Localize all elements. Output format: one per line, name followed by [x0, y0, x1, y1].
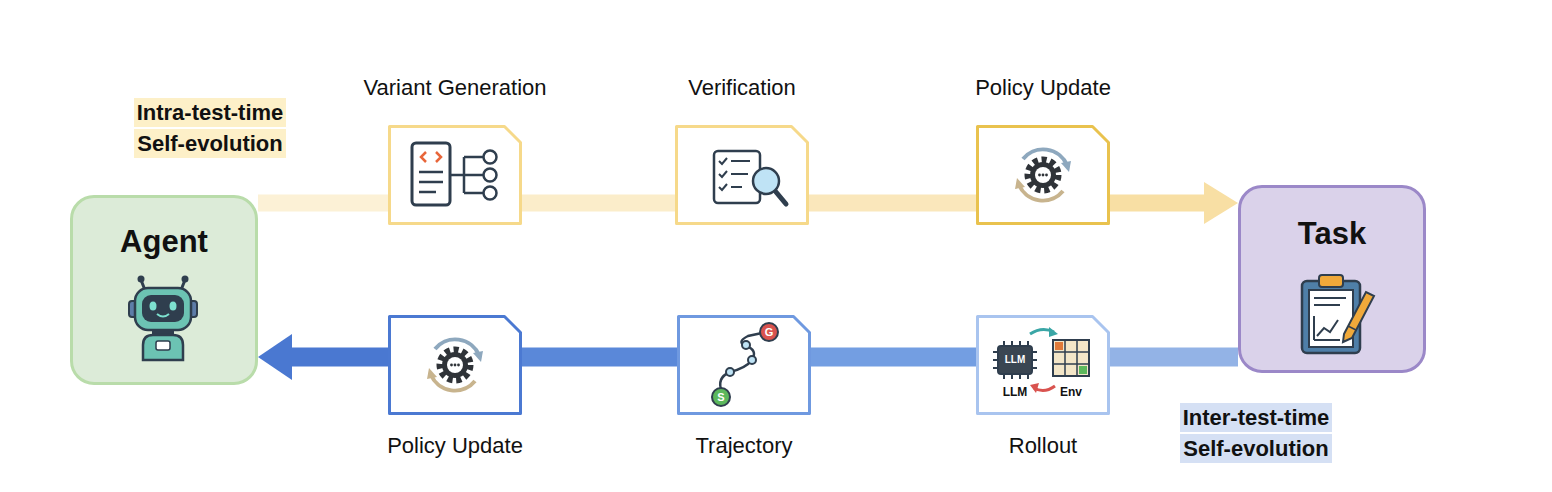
step-box: Policy Update: [388, 315, 522, 415]
icon-text: G: [765, 326, 774, 338]
section-label: Inter-test-time Self-evolution: [1180, 403, 1333, 463]
label-box: Intra-test-time Self-evolution: [112, 97, 308, 159]
flow-band: [811, 357, 976, 358]
icon-text: LLM: [1003, 385, 1028, 399]
document-outline: [679, 317, 810, 414]
flow-line: [811, 348, 976, 367]
document-shape: [976, 125, 1110, 225]
flow-band: [1110, 357, 1238, 358]
label-box: G: [762, 325, 776, 339]
arrow-head: [258, 334, 292, 380]
icon-text: LLM: [1005, 354, 1026, 365]
section-label: Intra-test-time Self-evolution: [134, 98, 287, 158]
flow-band: [522, 357, 677, 358]
entity-box: Agent: [70, 195, 258, 385]
label-box: S: [714, 390, 728, 404]
entity-box: Task: [1238, 185, 1426, 373]
step-box: Variant Generation: [388, 125, 522, 225]
document-outline: [390, 127, 521, 224]
step-label: Trajectory: [567, 433, 921, 459]
flow-band: [258, 203, 388, 204]
step-box: Policy Update: [976, 125, 1110, 225]
step-label: Variant Generation: [278, 75, 632, 101]
step-box: Verification: [675, 125, 809, 225]
document-outline: [978, 317, 1109, 414]
flow-band: [258, 334, 388, 380]
document-outline: [978, 127, 1109, 224]
box-title: Task: [1241, 216, 1423, 252]
flow-band: [522, 203, 675, 204]
flow-line: [522, 348, 677, 367]
step-label: Policy Update: [866, 75, 1220, 101]
step-label: Policy Update: [278, 433, 632, 459]
document-outline: [390, 317, 521, 414]
flow-line: [258, 195, 388, 212]
document-shape: [675, 125, 809, 225]
flow-line: [522, 195, 675, 212]
flow-line: [1110, 348, 1238, 367]
label-box: Inter-test-time Self-evolution: [1158, 402, 1354, 464]
document-outline: [677, 127, 808, 224]
document-shape: [677, 315, 811, 415]
label-box: LLM: [991, 385, 1039, 399]
step-box: Trajectory: [677, 315, 811, 415]
step-label: Rollout: [866, 433, 1220, 459]
document-shape: [976, 315, 1110, 415]
icon-text: S: [717, 391, 724, 403]
box-title: Agent: [73, 224, 255, 260]
flow-line: [291, 348, 388, 367]
flow-line: [809, 195, 976, 212]
icon-text: Env: [1060, 385, 1082, 399]
label-box: Env: [1051, 385, 1091, 399]
flow-band: [809, 203, 976, 204]
flow-line: [1110, 195, 1205, 212]
label-box: LLM: [995, 353, 1035, 367]
step-box: Rollout: [976, 315, 1110, 415]
step-label: Verification: [565, 75, 919, 101]
arrow-head: [1204, 182, 1238, 224]
flow-band: [1110, 182, 1238, 224]
document-shape: [388, 125, 522, 225]
document-shape: [388, 315, 522, 415]
